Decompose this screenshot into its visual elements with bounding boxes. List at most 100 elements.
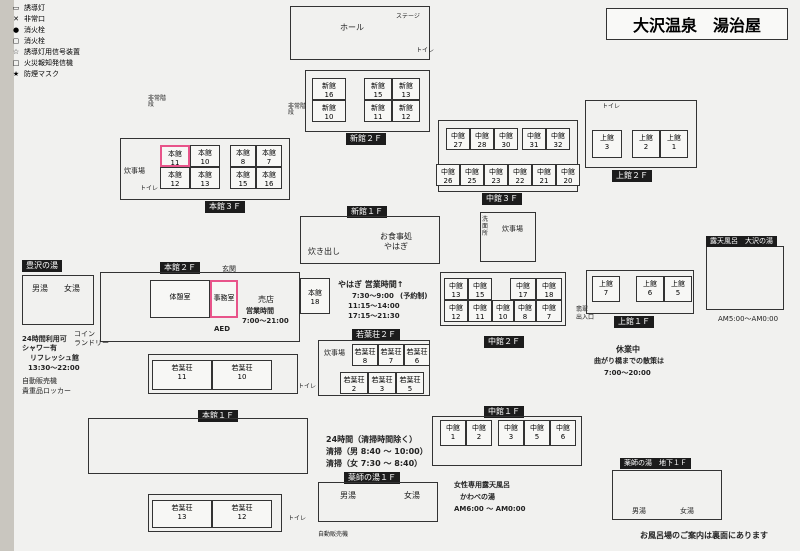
- room-wakaba-3[interactable]: 若葉荘 3: [368, 372, 396, 394]
- room-chukan-28[interactable]: 中館 28: [470, 128, 494, 150]
- room-joukan-3[interactable]: 上館 3: [592, 130, 622, 158]
- cooking-label: 炊き出し: [308, 247, 340, 256]
- legend-item: ●消火栓: [12, 25, 45, 34]
- joukan-2f-block: [585, 100, 697, 168]
- room-chukan-21[interactable]: 中館 21: [532, 164, 556, 186]
- room-chukan-1[interactable]: 中館 1: [440, 420, 466, 446]
- room-wakaba-12[interactable]: 若葉荘 12: [212, 500, 272, 528]
- room-honkan-7[interactable]: 本館 7: [256, 145, 282, 167]
- room-chukan-26[interactable]: 中館 26: [436, 164, 460, 186]
- floor-label-shinkan-1f: 新館１Ｆ: [347, 206, 387, 218]
- closed-label: 休業中: [616, 345, 640, 354]
- kawabe-label: かわべの湯: [460, 493, 495, 501]
- room-wakaba-2[interactable]: 若葉荘 2: [340, 372, 368, 394]
- room-honkan-13[interactable]: 本館 13: [190, 167, 220, 189]
- yahagi-hours-3: 17:15～21:30: [348, 312, 400, 320]
- kitchen-label: 炊事場: [124, 167, 145, 175]
- toyosawa-label: 豊沢の湯: [22, 260, 62, 272]
- toyosawa-bath: [22, 275, 94, 325]
- floor-label-chukan-2f: 中館２Ｆ: [484, 336, 524, 348]
- room-wakaba-5[interactable]: 若葉荘 5: [396, 372, 424, 394]
- room-chukan-23[interactable]: 中館 23: [484, 164, 508, 186]
- room-chukan-13[interactable]: 中館 13: [444, 278, 468, 300]
- room-chukan-25[interactable]: 中館 25: [460, 164, 484, 186]
- room-office[interactable]: 事務室: [210, 280, 238, 318]
- room-chukan-30[interactable]: 中館 30: [494, 128, 518, 150]
- room-wakaba-7[interactable]: 若葉荘 7: [378, 344, 404, 366]
- room-honkan-11[interactable]: 本館 11: [160, 145, 190, 167]
- room-joukan-1[interactable]: 上館 1: [660, 130, 688, 158]
- basement-women-label: 女湯: [680, 507, 694, 515]
- legend: ▭誘導灯 ✕非常口 ●消火栓 ▢消火栓 ☆誘導灯用信号装置 □火災報知発信機 ★…: [12, 2, 80, 79]
- room-chukan-3[interactable]: 中館 3: [498, 420, 524, 446]
- legend-item: ✕非常口: [13, 14, 45, 23]
- room-honkan-15[interactable]: 本館 15: [230, 167, 256, 189]
- guide-light-icon: ▭: [12, 3, 20, 12]
- room-honkan-12[interactable]: 本館 12: [160, 167, 190, 189]
- room-chukan-22[interactable]: 中館 22: [508, 164, 532, 186]
- yakushi-women-label: 女湯: [404, 491, 420, 500]
- room-chukan-6[interactable]: 中館 6: [550, 420, 576, 446]
- room-chukan-2[interactable]: 中館 2: [466, 420, 492, 446]
- room-chukan-8[interactable]: 中館 8: [514, 300, 536, 322]
- room-chukan-10[interactable]: 中館 10: [492, 300, 514, 322]
- room-joukan-6[interactable]: 上館 6: [636, 276, 664, 302]
- hisui-exit-label: 翡翠 出入口: [576, 306, 595, 321]
- room-honkan-16[interactable]: 本館 16: [256, 167, 282, 189]
- room-wakaba-8[interactable]: 若葉荘 8: [352, 344, 378, 366]
- shower-label: 24時間利用可 シャワー有: [22, 335, 67, 352]
- room-honkan-18[interactable]: 本館 18: [300, 278, 330, 314]
- room-chukan-32[interactable]: 中館 32: [546, 128, 570, 150]
- fire-extinguisher-icon: ●: [12, 25, 20, 34]
- women-bath-label: 女湯: [64, 284, 80, 293]
- room-joukan-2[interactable]: 上館 2: [632, 130, 660, 158]
- room-wakaba-13[interactable]: 若葉荘 13: [152, 500, 212, 528]
- room-chukan-17[interactable]: 中館 17: [510, 278, 536, 300]
- emergency-exit-icon: ✕: [13, 14, 19, 23]
- room-chukan-5[interactable]: 中館 5: [524, 420, 550, 446]
- room-chukan-27[interactable]: 中館 27: [446, 128, 470, 150]
- floor-label-honkan-3f: 本館３Ｆ: [205, 201, 245, 213]
- room-wakaba-6[interactable]: 若葉荘 6: [404, 344, 430, 366]
- floor-label-chukan-1f: 中館１Ｆ: [484, 406, 524, 418]
- wakaba-2f-block: [318, 340, 430, 396]
- room-wakaba-10[interactable]: 若葉荘 10: [212, 360, 272, 390]
- footer-note: お風呂場のご案内は裏面にあります: [640, 531, 768, 540]
- room-wakaba-11[interactable]: 若葉荘 11: [152, 360, 212, 390]
- kawabe-hours: AM6:00 ～ AM0:00: [454, 505, 526, 513]
- wakaba-kitchen-label: 炊事場: [324, 349, 345, 357]
- room-shinkan-16[interactable]: 新館 16: [312, 78, 346, 100]
- toilet-label: トイレ: [602, 103, 621, 110]
- room-chukan-11[interactable]: 中館 11: [468, 300, 492, 322]
- shop-hours: 7:00～21:00: [242, 317, 289, 325]
- room-chukan-12[interactable]: 中館 12: [444, 300, 468, 322]
- cleaning-women: 清掃（女 7:30 ～ 8:40）: [326, 459, 423, 468]
- room-honkan-10[interactable]: 本館 10: [190, 145, 220, 167]
- ohsawa-roten-area: [706, 246, 784, 310]
- room-chukan-18[interactable]: 中館 18: [536, 278, 562, 300]
- shop-hours-label: 営業時間: [246, 307, 274, 315]
- yahagi-hours-2: 11:15～14:00: [348, 302, 400, 310]
- room-chukan-20[interactable]: 中館 20: [556, 164, 580, 186]
- yakushi-men-label: 男湯: [340, 491, 356, 500]
- room-honkan-8[interactable]: 本館 8: [230, 145, 256, 167]
- roten-hours: AM5:00～AM0:00: [718, 315, 779, 323]
- joukan-1f-block: [586, 270, 694, 314]
- cleaning-men: 清掃（男 8:40 ～ 10:00）: [326, 447, 428, 456]
- refresh-hours: 13:30～22:00: [28, 364, 80, 372]
- room-shinkan-12[interactable]: 新館 12: [392, 100, 420, 122]
- room-shinkan-10[interactable]: 新館 10: [312, 100, 346, 122]
- room-chukan-31[interactable]: 中館 31: [522, 128, 546, 150]
- floor-label-yakushi-basement: 薬師の湯 地下１Ｆ: [620, 458, 691, 469]
- room-shinkan-11[interactable]: 新館 11: [364, 100, 392, 122]
- room-rest[interactable]: 体憩室: [150, 280, 210, 318]
- room-chukan-7[interactable]: 中館 7: [536, 300, 562, 322]
- room-shinkan-13[interactable]: 新館 13: [392, 78, 420, 100]
- room-shinkan-15[interactable]: 新館 15: [364, 78, 392, 100]
- yakushi-basement-bath: [612, 470, 722, 520]
- room-joukan-7[interactable]: 上館 7: [592, 276, 620, 302]
- yahagi-hours-title: やはぎ 営業時間↑: [338, 280, 404, 289]
- room-joukan-5[interactable]: 上館 5: [664, 276, 692, 302]
- room-chukan-15[interactable]: 中館 15: [468, 278, 492, 300]
- floor-label-joukan-1f: 上館１Ｆ: [614, 316, 654, 328]
